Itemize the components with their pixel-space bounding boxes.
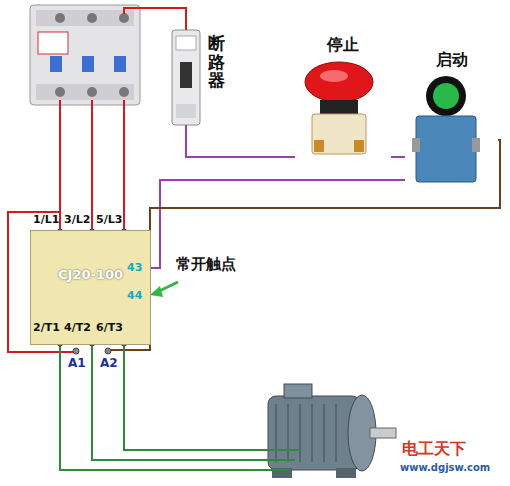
contact-terminal: 43 xyxy=(127,262,142,274)
breaker-box: 断路器 xyxy=(168,30,240,125)
watermark: 电工天下 xyxy=(402,440,466,458)
three-pole-breaker xyxy=(30,5,140,105)
device-label: 停止 xyxy=(295,35,391,56)
wires xyxy=(8,8,300,470)
wire-connector xyxy=(150,140,500,300)
device-label: 断路器 xyxy=(208,34,225,90)
coil-terminal: A2 xyxy=(100,357,118,370)
wire-connector xyxy=(151,180,405,268)
single-pole-breaker xyxy=(172,30,200,125)
wire-connector xyxy=(391,156,405,158)
terminal-label: 4/T2 xyxy=(64,322,91,334)
terminal-label: 5/L3 xyxy=(96,214,122,226)
stop-button-box: 停止 xyxy=(295,35,391,165)
watermark: www.dgjsw.com xyxy=(400,462,490,473)
terminal-label: 2/T1 xyxy=(33,322,60,334)
device-label: 启动 xyxy=(405,50,498,71)
callout-text: 常开触点 xyxy=(176,256,236,273)
terminal-label: 1/L1 xyxy=(33,214,59,226)
contact-terminal: 44 xyxy=(127,290,142,302)
wire-connector xyxy=(186,125,295,157)
terminal-label: 3/L2 xyxy=(64,214,90,226)
stop-button xyxy=(305,62,373,154)
terminal-label: 6/T3 xyxy=(96,322,123,334)
motor xyxy=(268,384,396,478)
start-button xyxy=(412,76,480,182)
start-button-box: 启动 xyxy=(405,50,498,190)
coil-terminal: A1 xyxy=(68,357,86,370)
